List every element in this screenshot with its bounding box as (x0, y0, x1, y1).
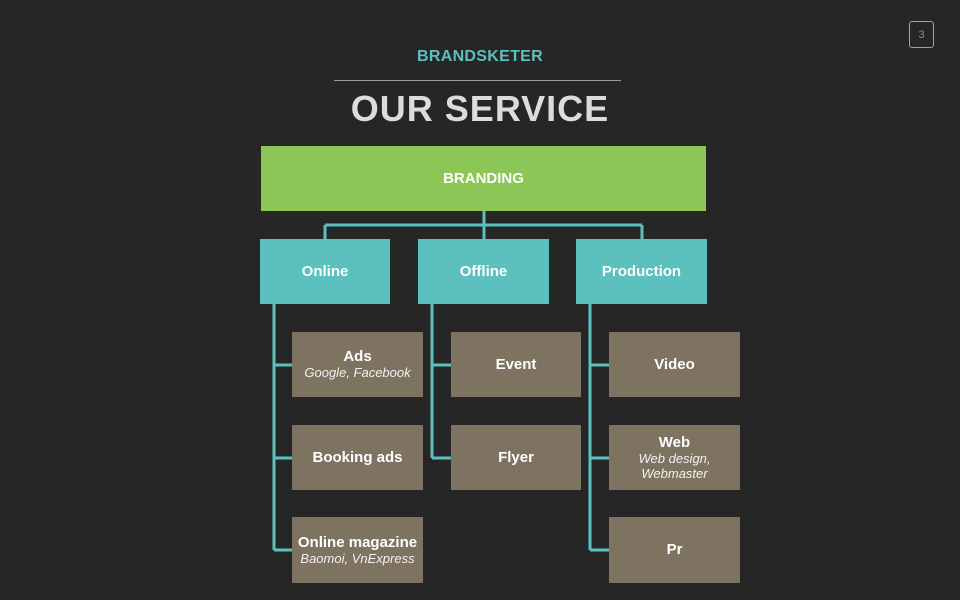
node-web: Web Web design, Webmaster (609, 425, 740, 490)
node-pr: Pr (609, 517, 740, 583)
page-number: 3 (909, 21, 934, 48)
node-label: Online (301, 262, 349, 280)
node-label: Video (654, 355, 695, 373)
node-flyer: Flyer (451, 425, 581, 490)
node-label: Offline (459, 262, 508, 280)
node-sublabel: Baomoi, VnExpress (300, 550, 415, 566)
node-booking-ads: Booking ads (292, 425, 423, 490)
node-sublabel: Web design, Webmaster (638, 450, 711, 481)
node-video: Video (609, 332, 740, 397)
node-label: Event (495, 355, 537, 373)
node-production: Production (576, 239, 707, 304)
divider (334, 80, 621, 81)
node-event: Event (451, 332, 581, 397)
node-label: Production (601, 262, 682, 280)
node-label: Booking ads (312, 448, 403, 466)
node-online-magazine: Online magazine Baomoi, VnExpress (292, 517, 423, 583)
node-label: BRANDING (443, 169, 524, 187)
node-offline: Offline (418, 239, 549, 304)
node-ads: Ads Google, Facebook (292, 332, 423, 397)
node-label: Web (658, 433, 691, 451)
node-label: Online magazine (297, 533, 418, 551)
node-sublabel: Google, Facebook (304, 365, 411, 380)
node-branding: BRANDING (261, 146, 706, 211)
subtitle: BRANDSKETER (417, 48, 543, 65)
node-label: Ads (343, 348, 372, 365)
node-online: Online (260, 239, 390, 304)
page-title: OUR SERVICE (350, 88, 610, 129)
node-label: Pr (666, 541, 683, 558)
node-label: Flyer (498, 448, 534, 466)
